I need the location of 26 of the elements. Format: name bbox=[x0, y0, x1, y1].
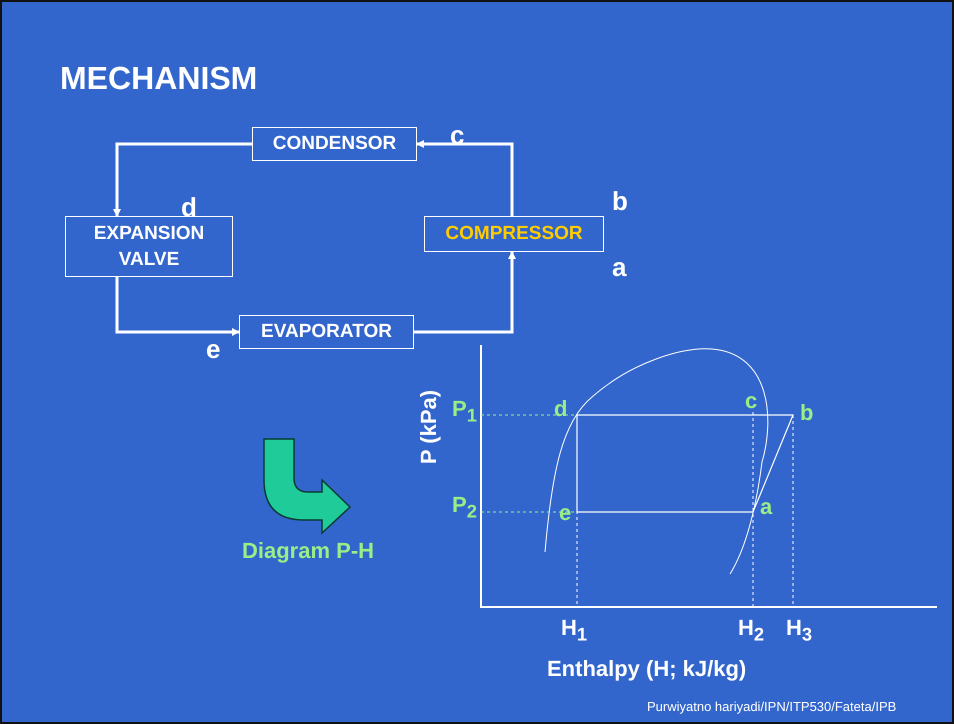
credit-text: Purwiyatno hariyadi/IPN/ITP530/Fateta/IPB bbox=[647, 700, 896, 713]
flow-arrow bbox=[414, 251, 516, 334]
flow-arrow bbox=[113, 142, 252, 217]
flow-arrow bbox=[116, 277, 240, 336]
point-letter: a bbox=[760, 496, 772, 518]
axis-title: P (kPa) bbox=[418, 390, 440, 464]
component-box: CONDENSOR bbox=[252, 127, 417, 161]
point-letter: b bbox=[612, 188, 628, 214]
diagram-caption: Diagram P-H bbox=[242, 540, 374, 562]
component-box: COMPRESSOR bbox=[424, 216, 604, 252]
tick-label: H$_{2}$ bbox=[738, 617, 764, 644]
point-letter: d bbox=[554, 398, 568, 420]
component-box: EXPANSION VALVE bbox=[65, 216, 233, 277]
tick-label: P$_{1}$ bbox=[452, 398, 477, 425]
tick-label: P$_{2}$ bbox=[452, 494, 477, 521]
component-box: EVAPORATOR bbox=[239, 315, 414, 349]
point-letter: b bbox=[800, 402, 814, 424]
tick-label: H$_{3}$ bbox=[786, 617, 812, 644]
flow-arrow bbox=[416, 140, 514, 216]
slide-title: MECHANISM bbox=[60, 60, 258, 97]
point-letter: c bbox=[745, 390, 758, 412]
point-letter: a bbox=[612, 254, 626, 280]
point-letter: e bbox=[559, 502, 572, 524]
axis-title: Enthalpy (H; kJ/kg) bbox=[547, 658, 746, 680]
tick-label: H$_{1}$ bbox=[561, 617, 588, 644]
point-letter: e bbox=[206, 336, 220, 362]
